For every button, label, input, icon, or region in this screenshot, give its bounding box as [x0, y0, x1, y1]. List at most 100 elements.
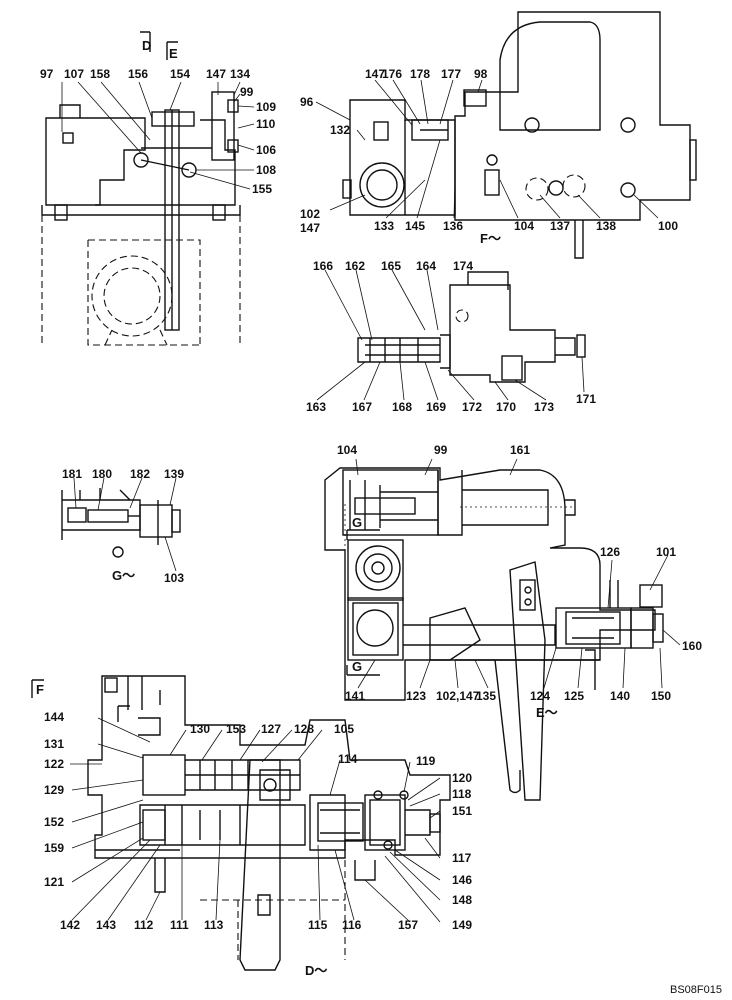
- view-marker-f: F: [36, 682, 44, 697]
- part-label: 173: [534, 400, 554, 414]
- part-label: 121: [44, 875, 64, 889]
- part-label: 147: [300, 221, 320, 235]
- part-label: 108: [256, 163, 276, 177]
- part-label: 143: [96, 918, 116, 932]
- part-label: 104: [514, 219, 534, 233]
- part-label: 101: [656, 545, 676, 559]
- part-label: 114: [338, 752, 358, 766]
- part-label: 176: [382, 67, 402, 81]
- part-label: 118: [452, 787, 472, 801]
- drawing-code: BS08F015: [670, 984, 722, 996]
- section-title-d: D～: [305, 963, 327, 978]
- part-label: 134: [230, 67, 250, 81]
- part-label: 150: [651, 689, 671, 703]
- view-marker-e: E: [169, 46, 178, 61]
- part-label: 178: [410, 67, 430, 81]
- part-label: 182: [130, 467, 150, 481]
- part-label: 103: [164, 571, 184, 585]
- part-label: 124: [530, 689, 550, 703]
- part-label: 133: [374, 219, 394, 233]
- part-label: 170: [496, 400, 516, 414]
- part-label: 102: [300, 207, 320, 221]
- part-label: 145: [405, 219, 425, 233]
- part-label: 147: [365, 67, 385, 81]
- part-label: 129: [44, 783, 64, 797]
- part-label: 163: [306, 400, 326, 414]
- part-label: 135: [476, 689, 496, 703]
- view-g-detail: [61, 477, 181, 572]
- part-label: 111: [170, 918, 189, 932]
- part-label: 153: [226, 722, 246, 736]
- part-label: 172: [462, 400, 482, 414]
- part-label: 128: [294, 722, 314, 736]
- part-label: 147: [206, 67, 226, 81]
- part-label: 164: [416, 259, 436, 273]
- part-label: 154: [170, 67, 190, 81]
- part-label: 157: [398, 918, 418, 932]
- view-marker-d: D: [142, 38, 151, 53]
- part-label: 105: [334, 722, 354, 736]
- part-label: 102,147: [436, 689, 480, 703]
- part-label: 169: [426, 400, 446, 414]
- part-label: 174: [453, 259, 473, 273]
- part-label: 127: [261, 722, 281, 736]
- part-label: 137: [550, 219, 570, 233]
- part-label: 96: [300, 95, 314, 109]
- part-label: 155: [252, 182, 272, 196]
- part-label: 167: [352, 400, 372, 414]
- part-label: 122: [44, 757, 64, 771]
- part-label: 148: [452, 893, 472, 907]
- view-e-assembly: [324, 458, 681, 801]
- part-label: 136: [443, 219, 463, 233]
- part-label: 165: [381, 259, 401, 273]
- view-marker-g-bottom: G: [352, 659, 362, 674]
- part-label: 171: [576, 392, 596, 406]
- part-label: 125: [564, 689, 584, 703]
- part-label: 97: [40, 67, 54, 81]
- part-label: 100: [658, 219, 678, 233]
- part-label: 168: [392, 400, 412, 414]
- view-top-left: [41, 31, 255, 346]
- part-label: 107: [64, 67, 84, 81]
- part-label: 106: [256, 143, 276, 157]
- part-label: 142: [60, 918, 80, 932]
- part-label: 177: [441, 67, 461, 81]
- part-label: 116: [342, 918, 362, 932]
- part-label: 115: [308, 918, 328, 932]
- part-label: 160: [682, 639, 702, 653]
- section-title-g: G～: [112, 568, 135, 583]
- part-label: 112: [134, 918, 154, 932]
- view-marker-g-top: G: [352, 515, 362, 530]
- part-label: 109: [256, 100, 276, 114]
- part-label: 120: [452, 771, 472, 785]
- part-label: 113: [204, 918, 224, 932]
- view-middle-right: [316, 269, 586, 401]
- part-label: 130: [190, 722, 210, 736]
- part-label: 99: [434, 443, 448, 457]
- part-label: 152: [44, 815, 64, 829]
- part-label: 123: [406, 689, 426, 703]
- part-label: 161: [510, 443, 530, 457]
- section-title-e: E～: [536, 705, 558, 720]
- view-f-section: [31, 675, 451, 971]
- part-label: 98: [474, 67, 488, 81]
- part-label: 138: [596, 219, 616, 233]
- part-label: 159: [44, 841, 64, 855]
- view-top-right: [315, 11, 697, 259]
- part-label: 117: [452, 851, 472, 865]
- part-label: 140: [610, 689, 630, 703]
- part-label: 146: [452, 873, 472, 887]
- part-label: 162: [345, 259, 365, 273]
- part-label: 141: [345, 689, 365, 703]
- part-label: 158: [90, 67, 110, 81]
- part-label: 151: [452, 804, 472, 818]
- part-label: 166: [313, 259, 333, 273]
- part-label: 131: [44, 737, 64, 751]
- part-label: 132: [330, 123, 350, 137]
- part-label: 180: [92, 467, 112, 481]
- part-label: 149: [452, 918, 472, 932]
- section-title-f: F～: [480, 231, 501, 246]
- part-label: 110: [256, 117, 276, 131]
- part-label: 156: [128, 67, 148, 81]
